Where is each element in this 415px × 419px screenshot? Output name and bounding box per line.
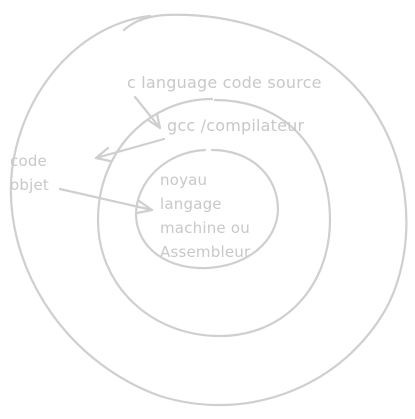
kernel-line: langage: [160, 195, 222, 213]
source-code-label: c language code source: [127, 73, 322, 92]
middle-circle: [96, 97, 332, 338]
kernel-line: machine ou: [160, 219, 250, 237]
arrow-compiler-to-object: [94, 137, 166, 160]
arrow-object-to-kernel: [58, 187, 154, 212]
kernel-line: noyau: [160, 171, 208, 189]
inner-circle: [134, 148, 280, 270]
arrow-head-object: [94, 146, 112, 163]
arrow-head-kernel: [135, 199, 154, 215]
arrow-head-source: [146, 112, 162, 130]
object-code-label: code objet: [10, 149, 49, 197]
outer-circle: [9, 13, 408, 407]
compiler-label: gcc /compilateur: [167, 116, 305, 135]
kernel-line: Assembleur: [160, 243, 251, 261]
object-code-line: code: [10, 152, 47, 170]
object-code-line: objet: [10, 176, 49, 194]
arrow-source-to-compiler: [133, 95, 162, 130]
kernel-label: noyau langage machine ou Assembleur: [160, 168, 250, 264]
